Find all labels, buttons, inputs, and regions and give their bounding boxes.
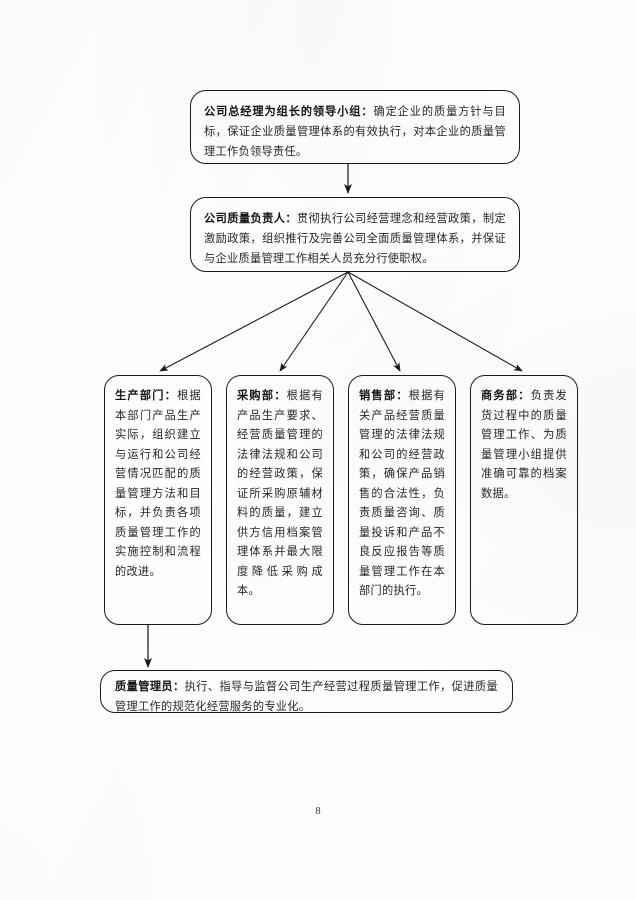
node-quality-officer-text: 质量管理员：执行、指导与监督公司生产经营过程质量管理工作，促进质量管理工作的规范… (101, 671, 512, 716)
node-dept-business: 商务部：负责发货过程中的质量管理工作、为质量管理小组提供准确可靠的档案数据。 (470, 375, 578, 625)
node-dept-purchasing: 采购部：根据有产品生产要求、经营质量管理的法律法规和公司的经营政策，保证所采购原… (226, 375, 334, 625)
node-leader-group-text: 公司总经理为组长的领导小组：确定企业的质量方针与目标，保证企业质量管理体系的有效… (191, 91, 519, 162)
node-quality-head: 公司质量负责人：贯彻执行公司经营理念和经营政策，制定激励政策，组织推行及完善公司… (190, 197, 520, 272)
node-quality-head-text: 公司质量负责人：贯彻执行公司经营理念和经营政策，制定激励政策，组织推行及完善公司… (191, 198, 519, 269)
connector-quality-head-to-sales (347, 271, 401, 372)
node-dept-business-body: 负责发货过程中的质量管理工作、为质量管理小组提供准确可靠的档案数据。 (481, 389, 567, 500)
node-dept-sales-title: 销售部： (359, 389, 409, 402)
connector-fanout-group (159, 271, 523, 372)
node-dept-business-title: 商务部： (481, 389, 531, 402)
node-dept-purchasing-title: 采购部： (237, 389, 287, 402)
connector-quality-head-to-production (159, 271, 349, 372)
node-quality-officer-title: 质量管理员： (115, 680, 185, 693)
connector-quality-head-to-purchasing (279, 271, 349, 372)
node-quality-head-title: 公司质量负责人： (204, 212, 297, 225)
node-dept-production-title: 生产部门： (115, 389, 178, 402)
page-number: 8 (315, 806, 321, 817)
node-leader-group-body: 确定企业的质量方针与目标，保证企业质量管理体系的有效执行，对本企业的质量管理工作… (204, 105, 506, 158)
node-dept-production-text: 生产部门：根据本部门产品生产实际，组织建立与运行和公司经营情况匹配的质量管理方法… (105, 376, 211, 581)
node-quality-officer-body: 执行、指导与监督公司生产经营过程质量管理工作，促进质量管理工作的规范化经营服务的… (115, 680, 498, 713)
node-dept-purchasing-text: 采购部：根据有产品生产要求、经营质量管理的法律法规和公司的经营政策，保证所采购原… (227, 376, 333, 601)
node-quality-head-body: 贯彻执行公司经营理念和经营政策，制定激励政策，组织推行及完善公司全面质量管理体系… (204, 212, 506, 265)
node-leader-group-title: 公司总经理为组长的领导小组： (204, 105, 374, 118)
node-dept-purchasing-body: 根据有产品生产要求、经营质量管理的法律法规和公司的经营政策，保证所采购原辅材料的… (237, 389, 323, 597)
node-dept-business-text: 商务部：负责发货过程中的质量管理工作、为质量管理小组提供准确可靠的档案数据。 (471, 376, 577, 503)
node-quality-officer: 质量管理员：执行、指导与监督公司生产经营过程质量管理工作，促进质量管理工作的规范… (100, 670, 513, 713)
node-dept-production-body: 根据本部门产品生产实际，组织建立与运行和公司经营情况匹配的质量管理方法和目标，并… (115, 389, 201, 578)
node-dept-sales: 销售部：根据有关产品经营质量管理的法律法规和公司的经营政策，确保产品销售的合法性… (348, 375, 456, 625)
node-dept-sales-body: 根据有关产品经营质量管理的法律法规和公司的经营政策，确保产品销售的合法性，负责质… (359, 389, 445, 597)
node-dept-production: 生产部门：根据本部门产品生产实际，组织建立与运行和公司经营情况匹配的质量管理方法… (104, 375, 212, 625)
node-dept-sales-text: 销售部：根据有关产品经营质量管理的法律法规和公司的经营政策，确保产品销售的合法性… (349, 376, 455, 601)
node-leader-group: 公司总经理为组长的领导小组：确定企业的质量方针与目标，保证企业质量管理体系的有效… (190, 90, 520, 164)
connector-quality-head-to-business (347, 271, 523, 372)
